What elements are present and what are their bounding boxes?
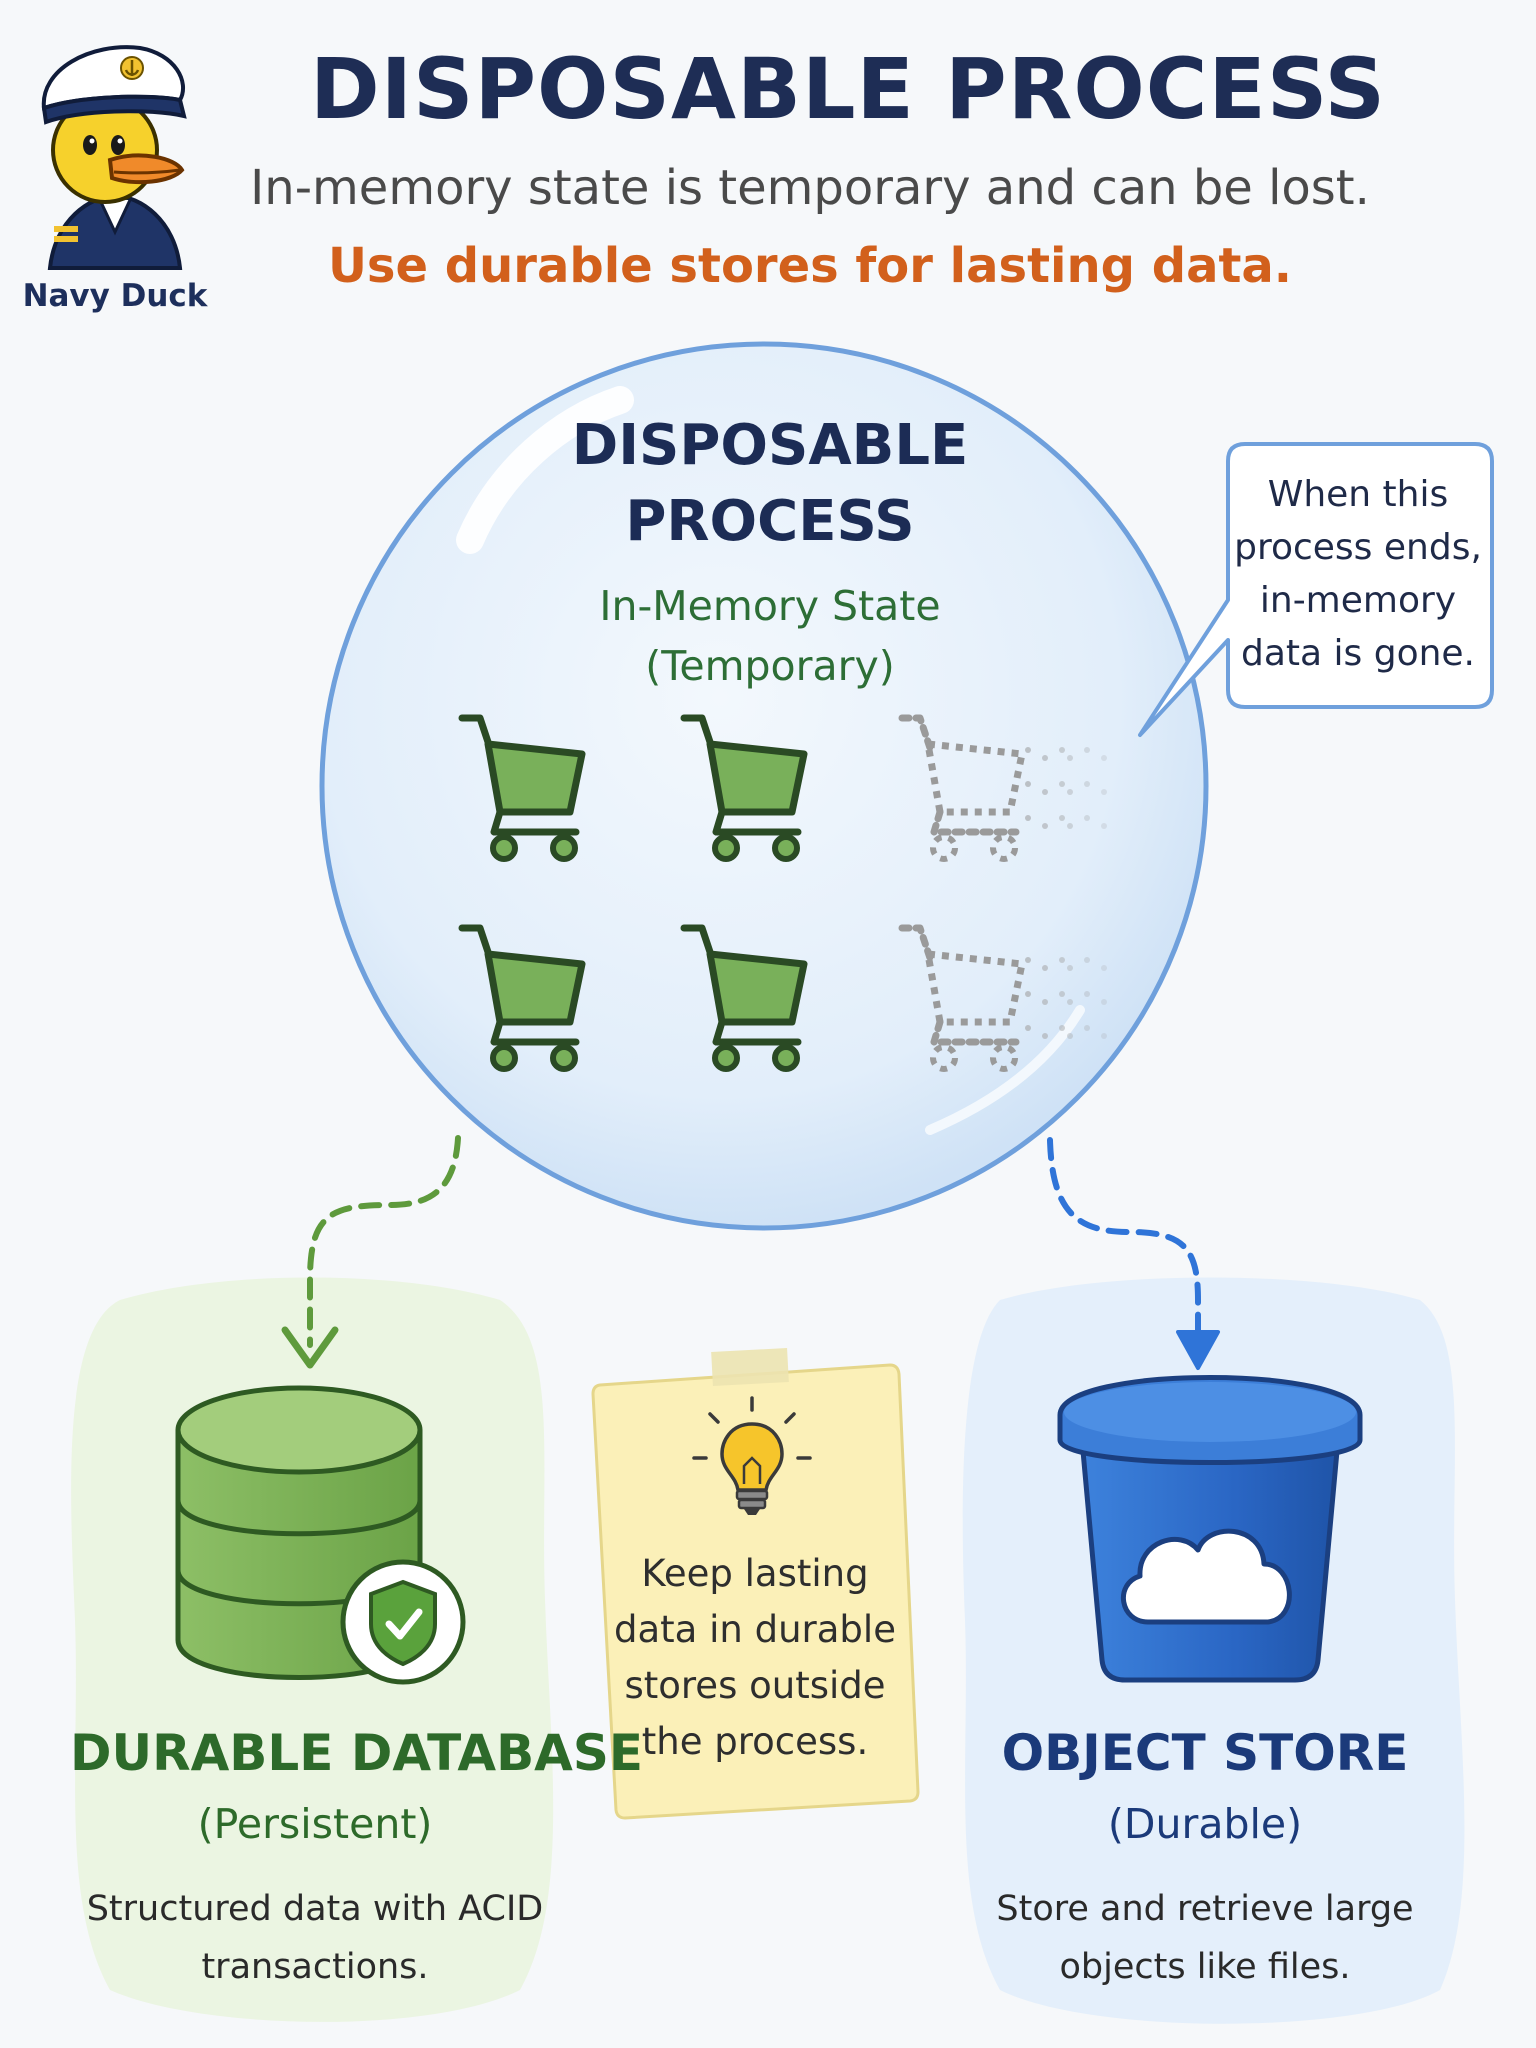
note-text: Keep lasting data in durable stores outs… [614,1552,896,1763]
database-description: Structured data with ACID transactions. [86,1889,544,1987]
cart-fading-icon [898,924,1107,1072]
bubble-title: DISPOSABLE PROCESS [571,413,969,554]
shield-check-icon [340,1559,466,1685]
cart-grid [458,714,1107,1072]
cart-icon [458,714,586,862]
cloud-icon [1121,1528,1292,1625]
callout-text: When this process ends, in-memory data i… [1234,474,1482,674]
sticky-note [591,1348,920,1820]
cart-fading-icon [898,714,1107,862]
cart-icon [680,924,808,1072]
arrow-to-object-store [1047,1137,1201,1358]
object-store-title: OBJECT STORE [1001,1724,1409,1782]
cart-icon [458,924,586,1072]
mascot-label: Navy Duck [22,278,208,314]
duck-mascot-icon [41,45,187,270]
subtitle-line-1: In-memory state is temporary and can be … [250,160,1370,216]
page-title: DISPOSABLE PROCESS [310,40,1387,138]
subtitle-line-2: Use durable stores for lasting data. [327,238,1293,294]
bubble-subtitle: In-Memory State (Temporary) [599,582,941,690]
object-store-subtitle: (Durable) [1107,1800,1303,1848]
database-subtitle: (Persistent) [197,1800,433,1848]
arrow-to-database [307,1135,461,1348]
bubble-highlight [456,386,634,554]
object-store-description: Store and retrieve large objects like fi… [996,1889,1414,1987]
bucket-icon [1057,1375,1363,1683]
callout-box [1138,442,1494,737]
lightbulb-icon [692,1396,812,1515]
database-title: DURABLE DATABASE [70,1724,644,1782]
cart-icon [680,714,808,862]
